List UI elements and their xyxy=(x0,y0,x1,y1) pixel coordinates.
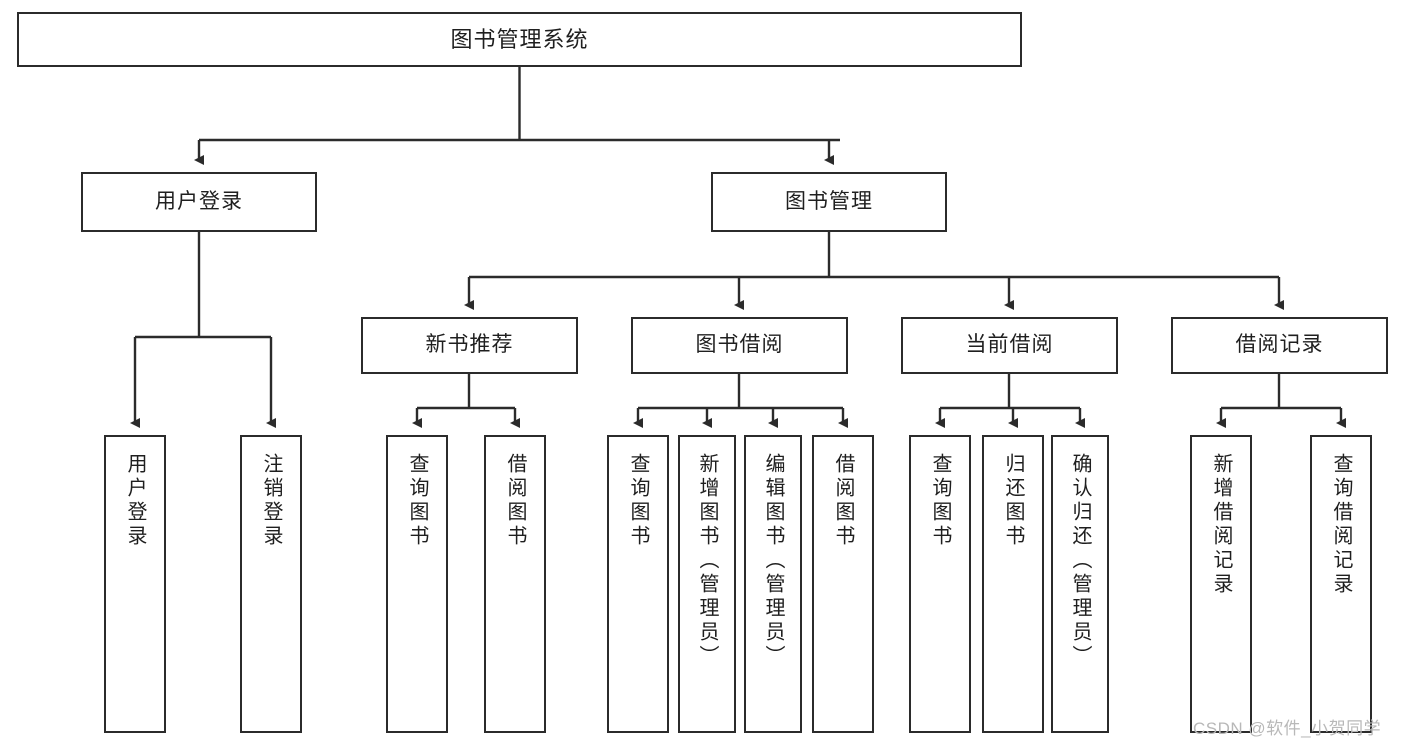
leaf-query-book-recommend-label: 查询图书 xyxy=(406,453,428,549)
node-user-login-label: 用户登录 xyxy=(155,189,243,213)
leaf-return-book-label: 归还图书 xyxy=(1002,453,1024,549)
leaf-logout[interactable]: 注销登录 xyxy=(240,435,302,733)
node-current-borrow-label: 当前借阅 xyxy=(965,333,1054,357)
leaf-add-borrow-record-label: 新增借阅记录 xyxy=(1210,453,1232,597)
leaf-query-book-borrow[interactable]: 查询图书 xyxy=(607,435,669,733)
node-root[interactable]: 图书管理系统 xyxy=(17,12,1022,67)
node-new-book-recommend[interactable]: 新书推荐 xyxy=(361,317,578,374)
leaf-borrow-book-label: 借阅图书 xyxy=(832,453,854,549)
leaf-add-book-admin[interactable]: 新增图书（管理员） xyxy=(678,435,736,733)
leaf-borrow-book[interactable]: 借阅图书 xyxy=(812,435,874,733)
leaf-query-borrow-record[interactable]: 查询借阅记录 xyxy=(1310,435,1372,733)
node-new-book-recommend-label: 新书推荐 xyxy=(425,333,514,357)
leaf-query-book-recommend[interactable]: 查询图书 xyxy=(386,435,448,733)
node-root-label: 图书管理系统 xyxy=(450,26,589,52)
leaf-add-book-admin-label: 新增图书（管理员） xyxy=(696,453,718,669)
leaf-borrow-book-recommend[interactable]: 借阅图书 xyxy=(484,435,546,733)
leaf-query-book-borrow-label: 查询图书 xyxy=(627,453,649,549)
leaf-borrow-book-recommend-label: 借阅图书 xyxy=(504,453,526,549)
leaf-add-borrow-record[interactable]: 新增借阅记录 xyxy=(1190,435,1252,733)
node-book-borrow[interactable]: 图书借阅 xyxy=(631,317,848,374)
leaf-confirm-return-admin[interactable]: 确认归还（管理员） xyxy=(1051,435,1109,733)
node-book-management-label: 图书管理 xyxy=(785,189,873,213)
leaf-query-borrow-record-label: 查询借阅记录 xyxy=(1330,453,1352,597)
node-book-borrow-label: 图书借阅 xyxy=(695,333,784,357)
leaf-edit-book-admin[interactable]: 编辑图书（管理员） xyxy=(744,435,802,733)
node-book-management[interactable]: 图书管理 xyxy=(711,172,947,232)
node-borrow-record-label: 借阅记录 xyxy=(1235,333,1324,357)
node-borrow-record[interactable]: 借阅记录 xyxy=(1171,317,1388,374)
node-user-login[interactable]: 用户登录 xyxy=(81,172,317,232)
leaf-edit-book-admin-label: 编辑图书（管理员） xyxy=(762,453,784,669)
watermark-text: CSDN @软件_小贺同学 xyxy=(1193,719,1382,738)
leaf-user-login[interactable]: 用户登录 xyxy=(104,435,166,733)
leaf-user-login-label: 用户登录 xyxy=(124,453,146,549)
leaf-confirm-return-admin-label: 确认归还（管理员） xyxy=(1069,453,1091,669)
leaf-logout-label: 注销登录 xyxy=(260,453,282,549)
leaf-query-book-current-label: 查询图书 xyxy=(929,453,951,549)
leaf-return-book[interactable]: 归还图书 xyxy=(982,435,1044,733)
node-current-borrow[interactable]: 当前借阅 xyxy=(901,317,1118,374)
leaf-query-book-current[interactable]: 查询图书 xyxy=(909,435,971,733)
